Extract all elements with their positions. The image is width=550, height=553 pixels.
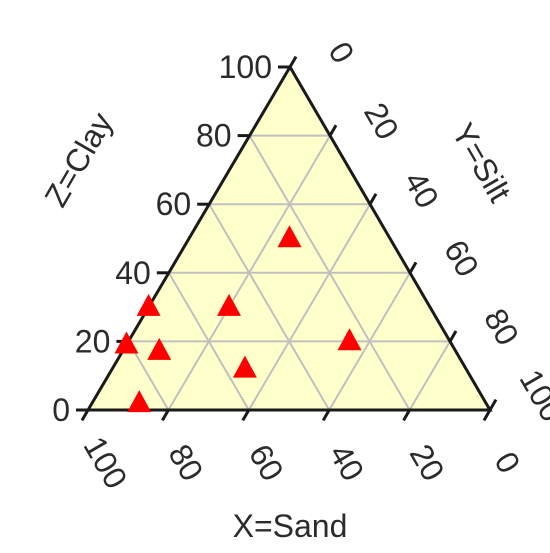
x-tick-mark [402, 409, 411, 422]
data-point-marker [147, 337, 172, 360]
z-tick-label: 100 [219, 49, 272, 85]
x-tick-label: 0 [487, 446, 527, 479]
x-tick-mark [241, 409, 251, 422]
data-point-marker [232, 355, 257, 378]
data-point-marker [337, 328, 362, 351]
x-tick-label: 20 [403, 438, 452, 487]
z-tick-label: 40 [115, 255, 151, 291]
y-tick-mark [328, 124, 338, 137]
y-tick-label: 60 [437, 234, 486, 283]
grid-line-silt-80 [408, 340, 451, 411]
y-tick-mark [488, 398, 498, 411]
z-tick-label: 60 [156, 186, 192, 222]
y-tick-mark [288, 55, 298, 68]
x-axis-title: X=Sand [233, 508, 348, 544]
x-axis-tick-labels: 100 80 60 40 20 0 [77, 430, 528, 494]
grid-lines [127, 134, 451, 411]
data-point-marker [136, 293, 161, 316]
y-axis-title: Y=Silt [445, 117, 518, 208]
y-tick-label: 100 [513, 363, 550, 427]
x-tick-mark [482, 409, 492, 422]
triangle-outline [85, 64, 493, 412]
grid-line-silt-40 [247, 203, 371, 411]
y-tick-label: 80 [477, 302, 526, 351]
y-tick-mark [368, 193, 378, 205]
grid-line-sand-40 [208, 203, 331, 411]
y-tick-label: 40 [397, 165, 446, 214]
x-tick-label: 80 [161, 438, 210, 487]
x-tick-mark [321, 409, 331, 422]
y-tick-mark [448, 330, 458, 343]
y-tick-label: 20 [357, 97, 406, 146]
x-tick-label: 60 [242, 438, 291, 487]
grid-line-silt-60 [328, 272, 411, 411]
data-point-marker [114, 331, 139, 354]
data-point-marker [217, 293, 241, 316]
x-tick-mark [80, 409, 90, 422]
z-tick-label: 0 [52, 392, 70, 428]
z-axis-title: Z=Clay [37, 106, 119, 213]
x-tick-label: 40 [322, 438, 371, 487]
z-tick-label: 80 [196, 118, 232, 154]
y-tick-mark [408, 261, 418, 274]
data-point-marker [127, 390, 152, 413]
grid-line-sand-60 [167, 272, 250, 411]
tick-marks [76, 55, 498, 422]
data-point-marker [277, 225, 302, 248]
z-tick-label: 20 [75, 323, 111, 359]
x-tick-mark [161, 409, 170, 422]
data-points [114, 225, 362, 413]
y-tick-label: 0 [321, 36, 361, 69]
x-tick-label: 100 [77, 430, 135, 494]
